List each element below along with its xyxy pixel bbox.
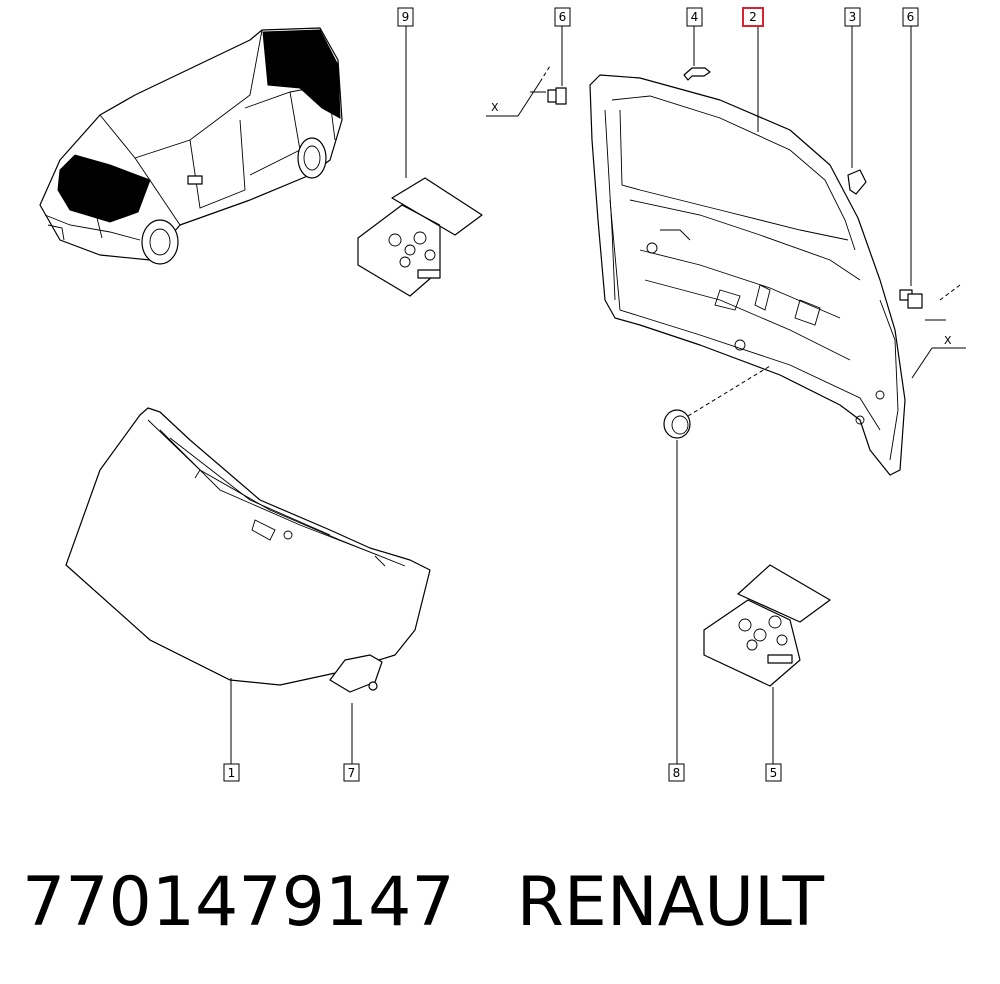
- part-number: 7701479147: [22, 863, 455, 942]
- svg-text:7: 7: [348, 766, 356, 780]
- tailgate-window-highlight: [262, 29, 341, 119]
- svg-text:9: 9: [402, 10, 410, 24]
- svg-text:3: 3: [849, 10, 857, 24]
- callout-6-right[interactable]: 6: [902, 7, 919, 27]
- bonnet-highlight: [57, 154, 151, 223]
- brand-name: RENAULT: [516, 863, 825, 942]
- callout-3[interactable]: 3: [844, 7, 861, 27]
- svg-text:1: 1: [228, 766, 236, 780]
- vehicle-illustration: [39, 27, 343, 265]
- callout-1[interactable]: 1: [223, 763, 240, 782]
- callout-8[interactable]: 8: [668, 763, 685, 782]
- svg-text:5: 5: [770, 766, 778, 780]
- svg-text:6: 6: [907, 10, 915, 24]
- callout-9[interactable]: 9: [397, 7, 414, 27]
- callout-5[interactable]: 5: [765, 763, 782, 782]
- callout-6-left[interactable]: 6: [554, 7, 571, 27]
- callout-2[interactable]: 2: [742, 7, 764, 27]
- hood-panel: [65, 407, 431, 686]
- hood-support-part: [329, 654, 383, 693]
- tailgate-panel: [589, 74, 906, 476]
- leader-lines: [230, 26, 966, 764]
- svg-text:4: 4: [691, 10, 699, 24]
- fastener-kit-9: [357, 177, 483, 297]
- svg-text:2: 2: [749, 10, 757, 24]
- part-info-footer: 7701479147 RENAULT: [22, 858, 982, 948]
- parts-diagram: X X 1 2 3 4 5 6 6 7 8 9: [39, 7, 966, 782]
- svg-text:8: 8: [673, 766, 681, 780]
- callout-4[interactable]: 4: [686, 7, 703, 27]
- fastener-kit-5: [703, 564, 831, 687]
- callout-7[interactable]: 7: [343, 763, 360, 782]
- axis-label-right: X: [944, 334, 952, 347]
- svg-text:6: 6: [559, 10, 567, 24]
- axis-label-left: X: [491, 101, 499, 114]
- fastener-parts: [547, 67, 923, 439]
